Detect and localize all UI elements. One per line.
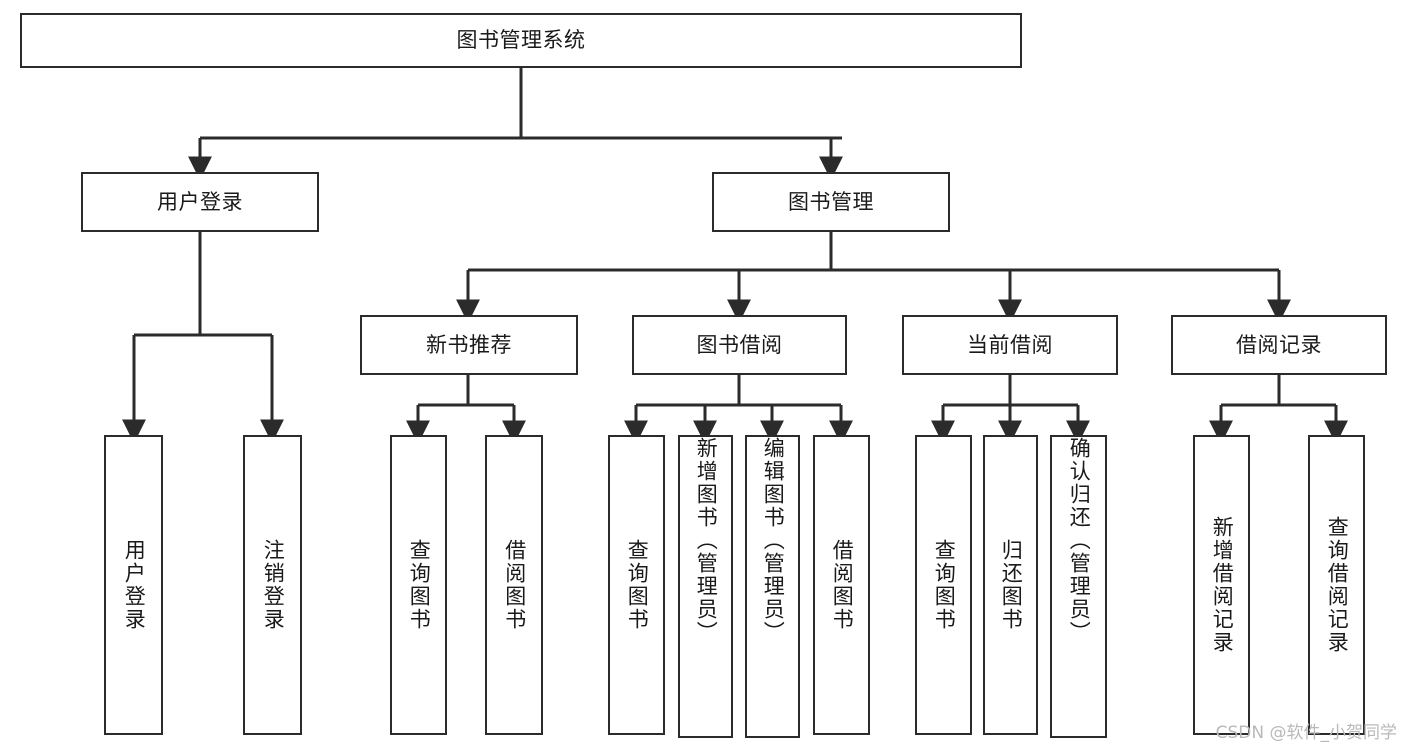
- node-leaf-edit-book[interactable]: 编辑图书（管理员）: [745, 435, 800, 738]
- node-leaf-query-book-3[interactable]: 查询图书: [915, 435, 972, 735]
- node-borrow-record-label: 借阅记录: [1236, 332, 1322, 357]
- node-leaf-edit-book-label: 编辑图书（管理员）: [761, 437, 786, 644]
- node-leaf-borrow-book-1-label: 借阅图书: [502, 539, 527, 631]
- node-root-label: 图书管理系统: [456, 28, 586, 53]
- node-leaf-add-book[interactable]: 新增图书（管理员）: [678, 435, 733, 738]
- node-leaf-add-book-label: 新增图书（管理员）: [694, 437, 719, 644]
- node-new-book-rec-label: 新书推荐: [426, 332, 512, 357]
- node-leaf-query-book-3-label: 查询图书: [932, 539, 957, 631]
- node-root[interactable]: 图书管理系统: [20, 13, 1022, 68]
- node-leaf-user-login-label: 用户登录: [122, 539, 147, 631]
- node-borrow-record[interactable]: 借阅记录: [1171, 315, 1387, 375]
- node-book-manage[interactable]: 图书管理: [712, 172, 950, 232]
- node-leaf-logout[interactable]: 注销登录: [243, 435, 302, 735]
- node-leaf-query-book-2-label: 查询图书: [625, 539, 650, 631]
- node-leaf-return-book[interactable]: 归还图书: [983, 435, 1038, 735]
- node-leaf-query-book-1-label: 查询图书: [407, 539, 432, 631]
- node-user-login-label: 用户登录: [157, 189, 243, 214]
- node-leaf-add-record[interactable]: 新增借阅记录: [1193, 435, 1250, 735]
- node-leaf-user-login[interactable]: 用户登录: [104, 435, 163, 735]
- node-leaf-query-record-label: 查询借阅记录: [1325, 516, 1350, 654]
- watermark-text: CSDN @软件_小贺同学: [1215, 723, 1397, 743]
- node-current-borrow-label: 当前借阅: [967, 332, 1053, 357]
- node-leaf-query-book-1[interactable]: 查询图书: [390, 435, 447, 735]
- node-leaf-borrow-book-2[interactable]: 借阅图书: [813, 435, 870, 735]
- node-book-borrow[interactable]: 图书借阅: [632, 315, 847, 375]
- node-leaf-borrow-book-2-label: 借阅图书: [830, 539, 855, 631]
- node-leaf-confirm-return-label: 确认归还（管理员）: [1067, 437, 1092, 644]
- node-current-borrow[interactable]: 当前借阅: [902, 315, 1118, 375]
- node-leaf-logout-label: 注销登录: [261, 539, 286, 631]
- node-book-manage-label: 图书管理: [788, 189, 874, 214]
- node-new-book-rec[interactable]: 新书推荐: [360, 315, 578, 375]
- node-leaf-query-book-2[interactable]: 查询图书: [608, 435, 665, 735]
- node-leaf-add-record-label: 新增借阅记录: [1210, 516, 1235, 654]
- node-leaf-borrow-book-1[interactable]: 借阅图书: [485, 435, 543, 735]
- node-leaf-return-book-label: 归还图书: [999, 539, 1024, 631]
- node-user-login[interactable]: 用户登录: [81, 172, 319, 232]
- node-book-borrow-label: 图书借阅: [696, 332, 783, 357]
- node-leaf-confirm-return[interactable]: 确认归还（管理员）: [1050, 435, 1107, 738]
- node-leaf-query-record[interactable]: 查询借阅记录: [1308, 435, 1365, 735]
